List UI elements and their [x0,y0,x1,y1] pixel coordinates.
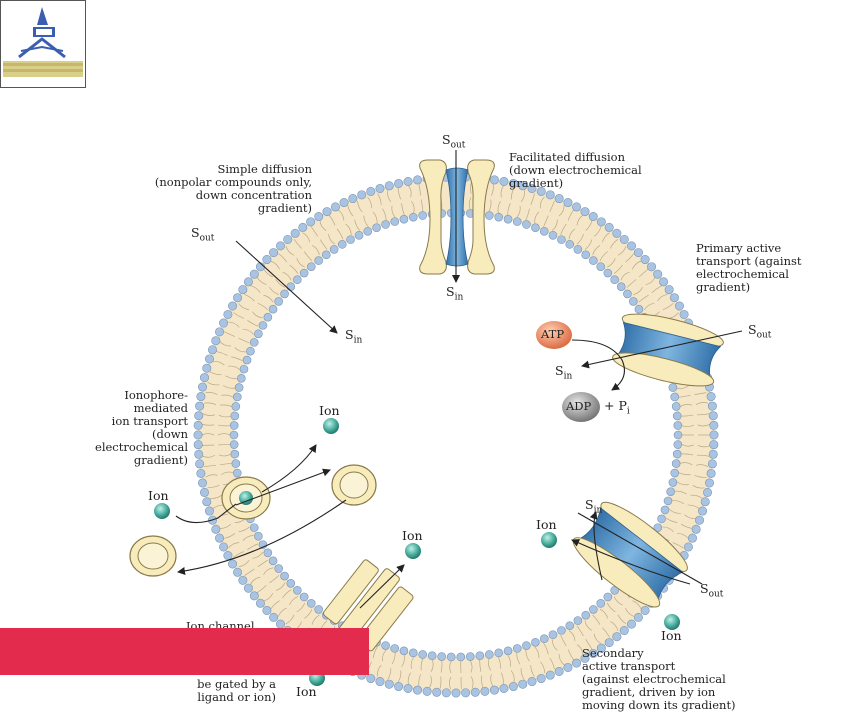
adp-molecule [562,392,600,422]
adp-label: ADP [566,399,592,413]
s-out-primary: Sout [748,322,772,341]
ion-label-secondary-outside: Ion [661,628,682,643]
ion-label-ionophore-released: Ion [319,403,340,418]
label-facilitated-diffusion: Facilitated diffusion (down electrochemi… [509,150,642,190]
transport-arrows [175,240,743,609]
ionophore-empty-outside [129,535,177,577]
ionophore-in-membrane [221,476,271,520]
s-in-primary: Sin [555,363,573,382]
ion-ionophore-outside [154,503,170,519]
ion-label-channel-outside: Ion [296,684,317,699]
s-out-facilitated: Sout [442,132,466,151]
ion-secondary-inside [541,532,557,548]
ion-secondary-outside [664,614,680,630]
s-out-simple: Sout [191,225,215,244]
ion-label-channel-inside: Ion [402,528,423,543]
plus-pi-label: + Pi [604,398,630,417]
s-out-secondary: Sout [700,581,724,600]
label-secondary-active-transport: Secondary active transport (against elec… [582,646,736,712]
primary-active-pump [612,313,724,387]
atp-molecule [536,321,572,349]
atp-label: ATP [541,327,565,341]
red-overlay-bar [0,628,369,675]
s-in-facilitated: Sin [446,284,464,303]
institution-logo [0,0,86,88]
ion-channel-inside [405,543,421,559]
ion-ionophore-released [323,418,339,434]
secondary-active-transporter [572,501,688,608]
facilitated-diffusion-channel [419,150,495,283]
label-simple-diffusion: Simple diffusion (nonpolar compounds onl… [154,162,312,215]
label-ion-channel-gated: be gated by a ligand or ion) [197,677,276,704]
label-primary-active-transport: Primary active transport (against electr… [696,241,802,294]
ion-label-ionophore-outside: Ion [148,488,169,503]
s-in-simple: Sin [345,327,363,346]
ionophore-empty-inside [331,464,377,506]
label-ionophore-transport: Ionophore- mediated ion transport (down … [95,388,188,467]
ion-label-secondary-inside: Ion [536,517,557,532]
s-in-secondary: Sin [585,497,603,516]
